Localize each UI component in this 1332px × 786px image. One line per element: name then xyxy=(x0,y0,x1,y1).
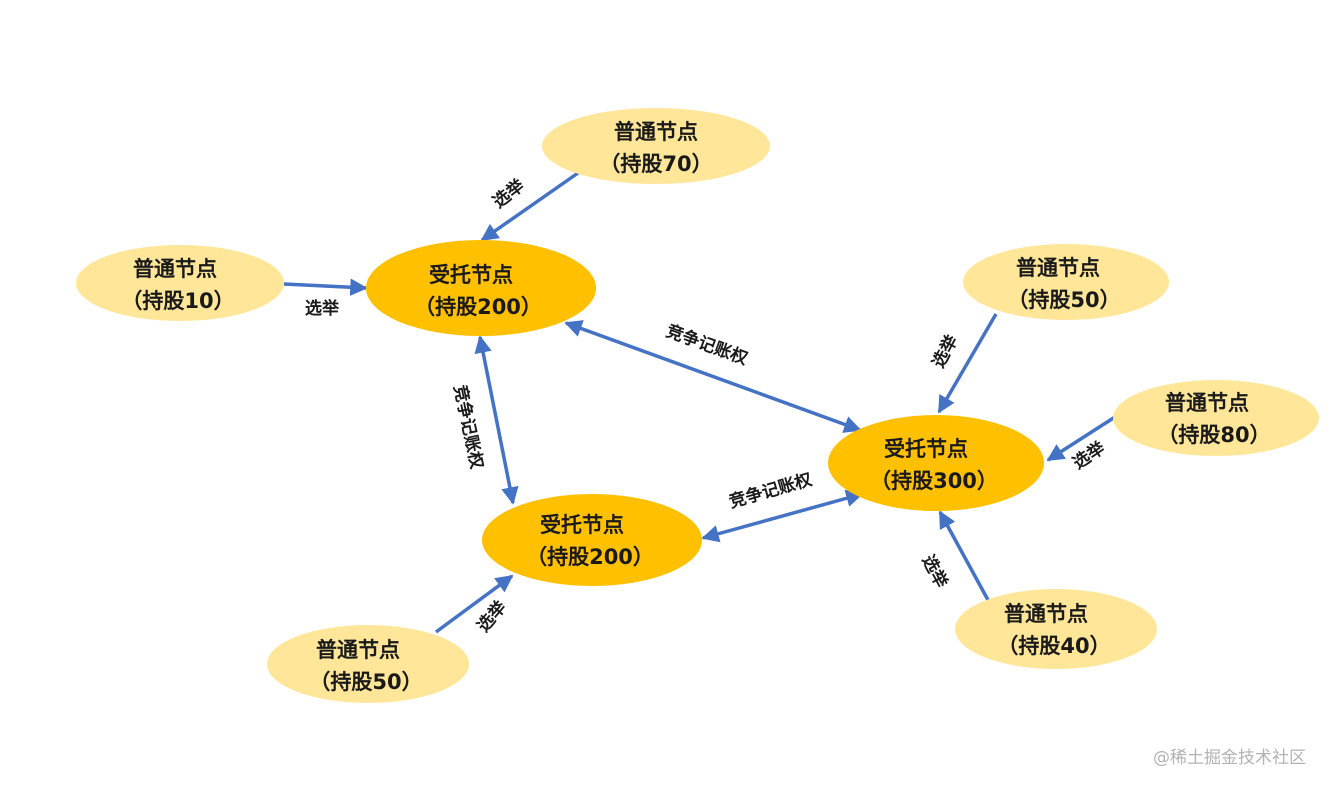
node-regular-40: 普通节点 （持股40） xyxy=(955,589,1157,669)
edge-vote-50left-to-bottom xyxy=(434,574,514,634)
label-vote-10: 选举 xyxy=(305,298,340,319)
node-stake: （持股80） xyxy=(1157,423,1270,447)
edge-compete-top-to-bottom xyxy=(474,335,519,505)
node-delegate-200-top: 受托节点 （持股200） xyxy=(366,240,596,336)
node-regular-70: 普通节点 （持股70） xyxy=(542,108,770,184)
node-title: 普通节点 xyxy=(1016,256,1100,280)
label-vote-70: 选举 xyxy=(489,174,530,212)
label-vote-50right: 选举 xyxy=(928,331,963,372)
node-regular-10: 普通节点 （持股10） xyxy=(76,245,284,321)
node-stake: （持股50） xyxy=(1007,288,1120,312)
edge-vote-10-to-top xyxy=(283,278,368,296)
node-title: 普通节点 xyxy=(316,638,400,662)
node-title: 普通节点 xyxy=(614,120,698,144)
node-title: 受托节点 xyxy=(884,437,968,461)
label-compete-top-bottom: 竞争记账权 xyxy=(449,383,487,471)
edge-vote-40-to-300 xyxy=(938,510,990,601)
node-stake: （持股50） xyxy=(309,670,422,694)
node-stake: （持股10） xyxy=(121,289,234,313)
node-regular-50-right: 普通节点 （持股50） xyxy=(963,244,1169,320)
node-title: 受托节点 xyxy=(429,263,513,287)
label-compete-bottom-300: 竞争记账权 xyxy=(727,469,815,513)
node-stake: （持股200） xyxy=(414,295,542,319)
node-title: 受托节点 xyxy=(540,513,624,537)
node-stake: （持股200） xyxy=(526,545,654,569)
edge-compete-bottom-to-300 xyxy=(701,489,864,543)
edge-vote-80-to-300 xyxy=(1046,415,1116,462)
node-stake: （持股300） xyxy=(870,469,998,493)
node-stake: （持股40） xyxy=(997,634,1110,658)
node-title: 普通节点 xyxy=(1004,602,1088,626)
edge-vote-70-to-top xyxy=(480,171,580,242)
edge-vote-50right-to-300 xyxy=(937,313,998,414)
label-vote-40: 选举 xyxy=(918,551,953,592)
node-regular-50-left: 普通节点 （持股50） xyxy=(267,625,469,703)
node-regular-80: 普通节点 （持股80） xyxy=(1113,380,1319,456)
node-delegate-200-bottom: 受托节点 （持股200） xyxy=(482,494,702,586)
edges xyxy=(283,171,1116,634)
edge-labels: 选举 选举 竞争记账权 竞争记账权 竞争记账权 选举 选举 选举 选举 xyxy=(305,174,1110,636)
edge-compete-top-to-300 xyxy=(564,320,862,433)
watermark: @稀土掘金技术社区 xyxy=(1153,748,1306,768)
node-delegate-300: 受托节点 （持股300） xyxy=(828,415,1044,511)
node-stake: （持股70） xyxy=(599,152,712,176)
node-title: 普通节点 xyxy=(1165,391,1249,415)
node-title: 普通节点 xyxy=(133,257,217,281)
